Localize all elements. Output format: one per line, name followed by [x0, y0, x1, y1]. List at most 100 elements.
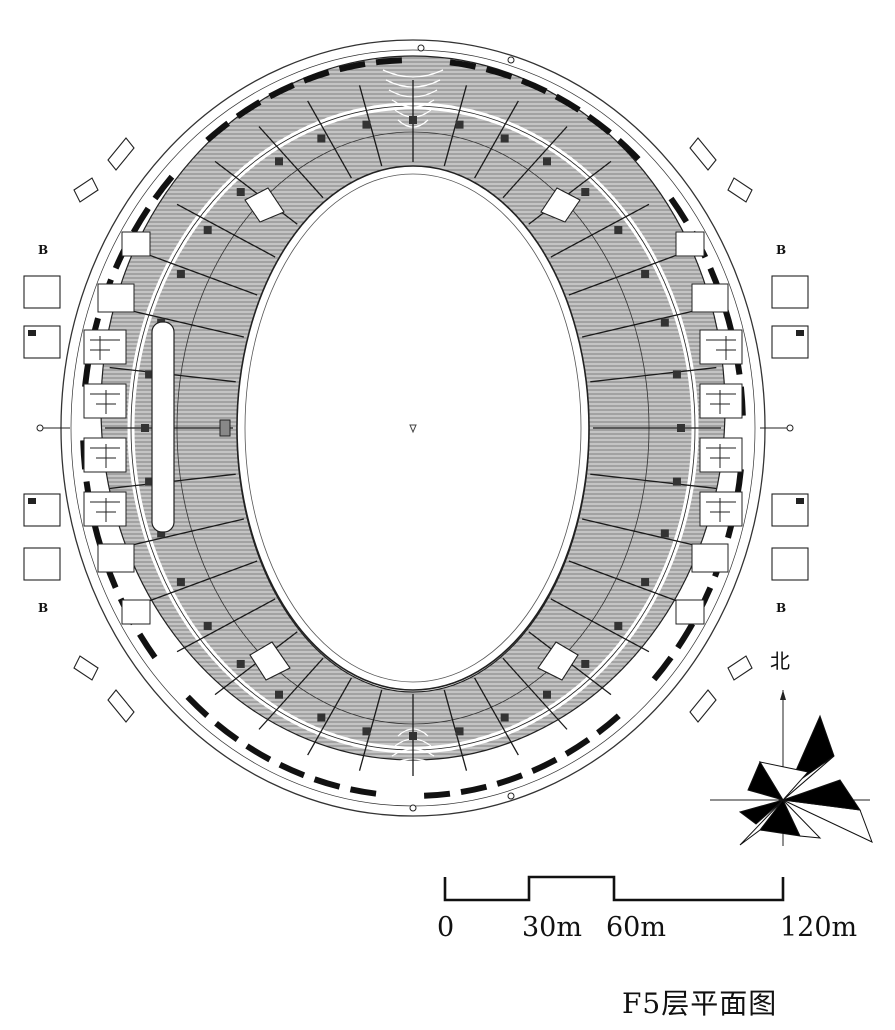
- vomitory-block: [157, 529, 166, 538]
- section-divider-line: [568, 560, 680, 603]
- room-interiors: [90, 336, 736, 522]
- perimeter-segment: [485, 66, 513, 80]
- north-arrow: 北: [710, 649, 873, 846]
- section-divider-line: [473, 677, 519, 756]
- vomitory-block: [141, 424, 149, 432]
- perimeter-segment: [586, 113, 612, 136]
- section-divider-line: [146, 560, 258, 603]
- perimeter-segment: [564, 737, 591, 757]
- perimeter-segment: [245, 743, 272, 763]
- vomitory-block: [275, 157, 283, 166]
- vomitory-block: [317, 713, 326, 722]
- perimeter-segment: [675, 622, 696, 650]
- vomitory-block: [203, 226, 212, 235]
- scale-label-120: 120m: [780, 912, 857, 943]
- vomitory-block: [455, 120, 464, 129]
- perimeter-segment: [460, 783, 488, 796]
- perimeter-segment: [205, 120, 230, 143]
- vomitory-block: [660, 529, 669, 538]
- perimeter-segment: [152, 174, 175, 201]
- vomitory-block: [543, 157, 551, 166]
- section-divider-line: [123, 518, 245, 548]
- vomitory-block: [409, 116, 417, 124]
- section-divider-line: [146, 253, 258, 296]
- scale-label-0: 0: [437, 912, 454, 943]
- vomitory-block: [641, 270, 650, 278]
- tower-label-nw: B: [38, 243, 48, 257]
- section-divider-line: [502, 657, 568, 730]
- scale-label-60: 60m: [606, 912, 666, 943]
- section-divider-line: [258, 657, 324, 730]
- vomitory-block: [614, 621, 623, 630]
- scale-label-30: 30m: [522, 912, 582, 943]
- perimeter-segment: [268, 82, 295, 100]
- vomitory-block: [362, 727, 371, 736]
- vomitory-block: [677, 424, 685, 432]
- vomitory-block: [581, 659, 590, 668]
- section-divider-line: [358, 689, 383, 771]
- east-rooms: [675, 231, 743, 625]
- section-dividers: [105, 80, 721, 776]
- perimeter-segment: [375, 57, 403, 66]
- perimeter-segment: [349, 786, 377, 797]
- section-divider-line: [550, 203, 650, 258]
- gate-markers: [36, 44, 794, 812]
- perimeter-segment: [302, 69, 330, 84]
- vomitory-block: [500, 134, 509, 143]
- section-divider-line: [214, 160, 298, 225]
- section-divider-line: [358, 85, 383, 167]
- vomitory-block: [145, 370, 154, 379]
- north-label: 北: [770, 649, 790, 673]
- center-mark: [409, 424, 417, 434]
- vomitory-block: [176, 578, 185, 586]
- outer-kiosks: [23, 137, 809, 723]
- west-rooms: [83, 231, 151, 625]
- perimeter-segment: [520, 77, 548, 94]
- section-divider-line: [568, 253, 680, 296]
- perimeter-segment: [423, 790, 451, 799]
- field: [236, 165, 590, 691]
- vomitory-block: [236, 188, 245, 197]
- vomitory-block: [236, 659, 245, 668]
- vomitory-block: [543, 690, 551, 699]
- vomitory-block: [145, 477, 154, 486]
- drawing-title: F5层平面图: [622, 987, 778, 1020]
- section-divider-line: [502, 126, 568, 199]
- section-divider-line: [581, 308, 703, 338]
- perimeter-segment: [214, 720, 240, 743]
- section-divider-line: [176, 203, 276, 258]
- perimeter-segment: [449, 59, 477, 70]
- perimeter-segment: [235, 99, 262, 119]
- section-divider-line: [443, 85, 468, 167]
- section-divider-line: [590, 473, 717, 490]
- vomitory-block: [672, 477, 681, 486]
- perimeter-segment: [616, 138, 641, 162]
- corner-notches: [244, 187, 581, 681]
- section-divider-line: [258, 126, 324, 199]
- vomitory-block: [409, 732, 417, 740]
- section-divider-line: [123, 308, 245, 338]
- tower-label-ne: B: [776, 243, 786, 257]
- vomitory-block: [275, 690, 283, 699]
- vomitory-block: [500, 713, 509, 722]
- perimeter-segment: [531, 756, 558, 774]
- section-divider-line: [550, 598, 650, 653]
- section-divider-line: [528, 160, 612, 225]
- section-divider-line: [443, 689, 468, 771]
- section-divider-line: [307, 100, 353, 179]
- tower-label-sw: B: [38, 601, 48, 615]
- perimeter-segment: [496, 772, 524, 787]
- section-divider-line: [176, 598, 276, 653]
- vomitory-block: [362, 120, 371, 129]
- vomitory-block: [317, 134, 326, 143]
- vomitory-block: [203, 621, 212, 630]
- scale-bar: 0 30m 60m 120m: [437, 875, 857, 943]
- section-divider-line: [473, 100, 519, 179]
- section-divider-line: [581, 518, 703, 548]
- vomitory-block: [641, 578, 650, 586]
- kiosk-fills: [28, 330, 804, 504]
- vomitory-block: [581, 188, 590, 197]
- compass-rose-icon: [738, 714, 873, 846]
- perimeter-segment: [651, 655, 674, 682]
